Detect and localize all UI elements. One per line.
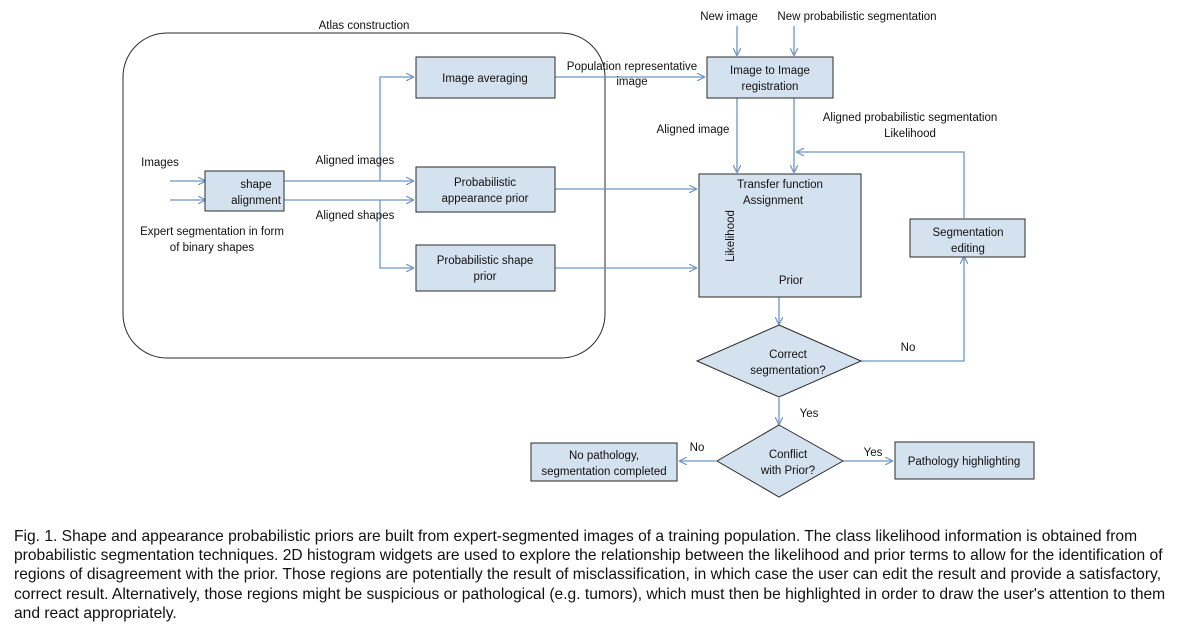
images-input-label: Images [141,157,179,169]
shape-prior-box: Probabilistic shape prior [415,244,556,292]
no-pathology-box: No pathology, segmentation completed [530,442,678,482]
conflict-with-prior-decision: Conflict with Prior? [716,424,845,498]
flowchart-diagram: Atlas construction [122,11,1035,498]
no-pathology-label-2: segmentation completed [541,466,666,478]
new-prob-seg-label: New probabilistic segmentation [777,11,936,23]
expert-seg-label-2: of binary shapes [170,242,255,254]
transfer-label-1: Transfer function [737,179,823,191]
image-averaging-label: Image averaging [442,73,528,85]
figure-caption: Fig. 1. Shape and appearance probabilist… [14,528,1166,622]
svg-text:No pathology,segmentation comp: No pathology, segmentation completed [541,450,666,478]
segmentation-editing-box: Segmentation editing [909,218,1026,258]
svg-text:Image averaging: Image averaging [442,73,528,85]
arrow-to-image-averaging [379,77,413,181]
correct-segmentation-decision: Correct segmentation? [695,324,863,398]
shape-alignment-box: shape alignment [204,170,285,212]
seg-editing-label-1: Segmentation [933,227,1004,239]
appearance-prior-box: Probabilistic appearance prior [415,166,556,213]
new-image-label: New image [700,11,758,23]
aligned-shapes-label: Aligned shapes [316,210,395,222]
shape-prior-label-2: prior [473,271,496,283]
pathology-highlighting-box: Pathology highlighting [894,441,1035,480]
appearance-prior-label-2: appearance prior [442,193,529,205]
arrow-editing-to-transfer [797,152,965,218]
atlas-construction-title: Atlas construction [319,20,410,32]
aligned-image-label: Aligned image [657,124,730,136]
arrow-to-shape-prior [379,200,413,268]
appearance-prior-label-1: Probabilistic [454,177,516,189]
no-pathology-label-1: No pathology, [569,450,639,462]
transfer-prior-label: Prior [779,275,803,287]
pathology-highlighting-label: Pathology highlighting [908,456,1021,468]
registration-label-1: Image to Image [730,65,810,77]
transfer-label-2: Assignment [743,195,804,207]
svg-text:Aligned probabilistic segmenta: Aligned probabilistic segmentationLikeli… [823,112,998,140]
correct-seg-label-2: segmentation? [750,365,825,377]
transfer-likelihood-label: Likelihood [725,210,737,262]
registration-box: Image to Image registration [706,56,834,99]
shape-alignment-label-1: shape [240,179,271,191]
arrow-no-to-editing [860,257,964,362]
svg-text:Pathology highlighting: Pathology highlighting [908,456,1021,468]
yes-label-conflict: Yes [864,447,883,459]
aligned-images-label: Aligned images [316,155,395,167]
shape-prior-label-1: Probabilistic shape [437,255,534,267]
conflict-label-2: with Prior? [760,465,815,477]
conflict-label-1: Conflict [769,449,808,461]
pop-rep-label-2: image [616,76,647,88]
expert-seg-label-1: Expert segmentation in form [140,226,284,238]
aligned-prob-seg-label-1: Aligned probabilistic segmentation [823,112,998,124]
atlas-construction-container [122,32,606,359]
correct-seg-label-1: Correct [769,349,808,361]
pop-rep-label-1: Population representative [567,61,697,73]
seg-editing-label-2: editing [951,243,985,255]
image-averaging-box: Image averaging [415,56,556,99]
no-label-conflict: No [690,442,705,454]
no-label-correct: No [901,342,916,354]
yes-label-correct: Yes [800,408,819,420]
shape-alignment-label-2: alignment [231,195,282,207]
aligned-prob-seg-label-2: Likelihood [884,128,936,140]
registration-label-2: registration [742,81,799,93]
